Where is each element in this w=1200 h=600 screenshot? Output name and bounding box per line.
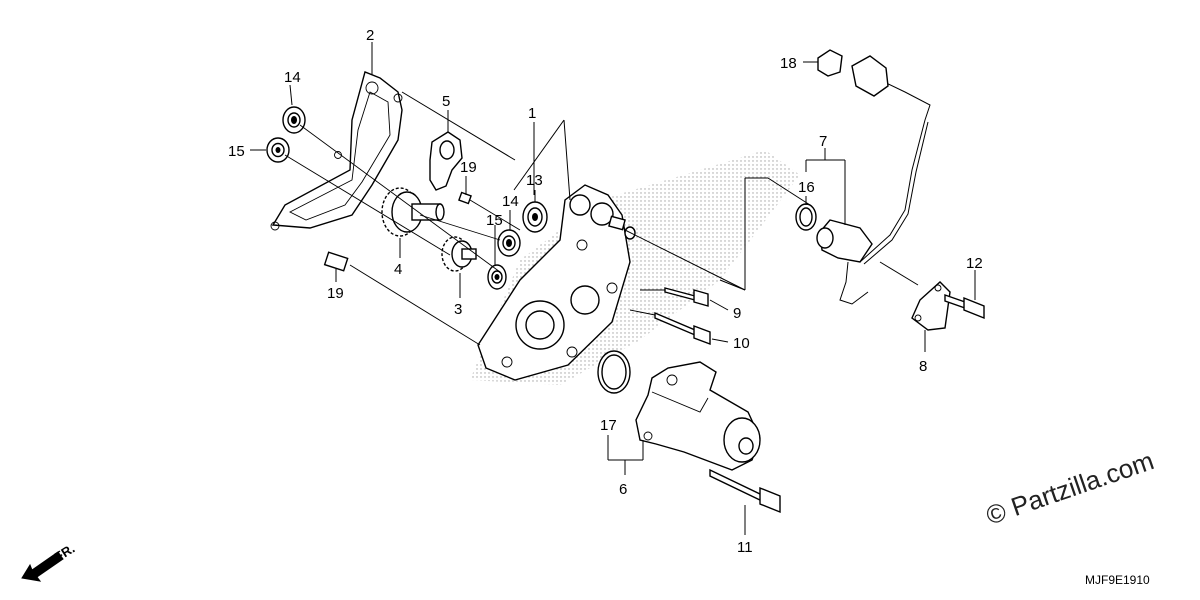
diagram-code: MJF9E1910	[1085, 573, 1150, 587]
bearing-14-left[interactable]	[282, 106, 306, 134]
bracket-8[interactable]	[911, 281, 951, 331]
bolt-12[interactable]	[944, 294, 985, 320]
callout-7: 7	[819, 133, 827, 150]
callout-19-upper: 19	[460, 159, 477, 176]
bolt-10[interactable]	[654, 311, 711, 346]
gear-4[interactable]	[381, 187, 445, 237]
o-ring-17[interactable]	[597, 350, 631, 394]
watermark: © Partzilla.com	[982, 445, 1157, 530]
callout-15-center: 15	[486, 212, 503, 229]
callout-1: 1	[528, 105, 536, 122]
bearing-13[interactable]	[522, 201, 548, 233]
bearing-14-center[interactable]	[497, 229, 521, 257]
callout-13: 13	[526, 172, 543, 189]
callout-14-center: 14	[502, 193, 519, 210]
bolt-11[interactable]	[709, 468, 781, 514]
callout-3: 3	[454, 301, 462, 318]
dowel-pin-19-lower[interactable]	[323, 251, 349, 272]
bearing-15-left[interactable]	[266, 137, 290, 163]
callout-4: 4	[394, 261, 402, 278]
callout-6: 6	[619, 481, 627, 498]
leader-lines	[250, 42, 976, 535]
callout-8: 8	[919, 358, 927, 375]
o-ring-16[interactable]	[795, 203, 817, 231]
connector-18[interactable]	[817, 49, 889, 97]
callout-15-left: 15	[228, 143, 245, 160]
callout-12: 12	[966, 255, 983, 272]
gasket[interactable]	[270, 71, 403, 231]
callout-16: 16	[798, 179, 815, 196]
callout-19-lower: 19	[327, 285, 344, 302]
callout-14-left: 14	[284, 69, 301, 86]
callout-11: 11	[737, 539, 753, 556]
cover-1[interactable]	[477, 184, 631, 381]
shift-arm-5[interactable]	[429, 131, 463, 191]
sensor-7[interactable]	[816, 79, 931, 305]
callout-17: 17	[600, 417, 617, 434]
front-direction-arrow: FR.	[21, 541, 77, 582]
callout-18: 18	[780, 55, 797, 72]
callout-2: 2	[366, 27, 374, 44]
dowel-pin-19-upper[interactable]	[458, 191, 472, 205]
shift-motor-6[interactable]	[635, 361, 761, 471]
callout-9: 9	[733, 305, 741, 322]
callout-5: 5	[442, 93, 450, 110]
bearing-15-center[interactable]	[487, 264, 507, 290]
bolt-9[interactable]	[664, 287, 709, 307]
callout-10: 10	[733, 335, 750, 352]
gear-3[interactable]	[441, 236, 477, 272]
callouts: 1 2 3 4 5 6 7 8 9 10 11 12 13 14 14 15 1…	[228, 27, 983, 556]
